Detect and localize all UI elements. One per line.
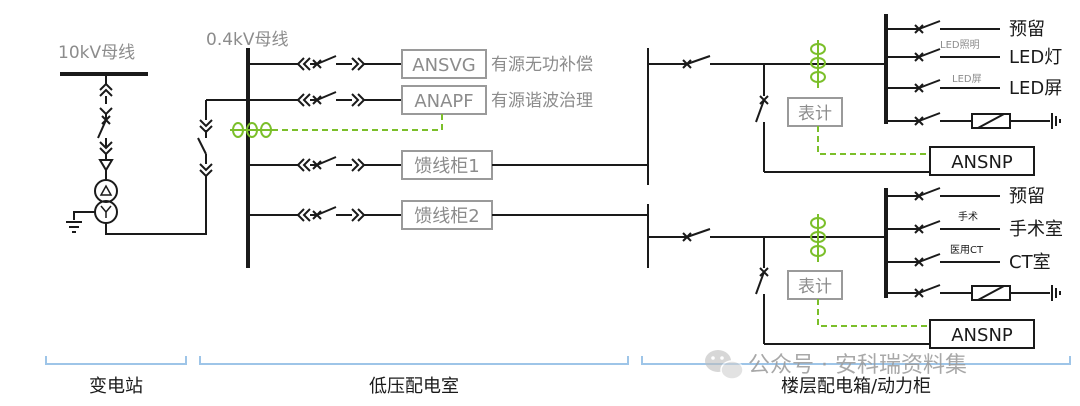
anapf-desc: 有源谐波治理 bbox=[491, 91, 593, 111]
feeder2-label: 馈线柜2 bbox=[414, 206, 479, 227]
section-lv-room: 低压配电室 bbox=[369, 376, 459, 397]
anapf-label: ANAPF bbox=[414, 91, 473, 112]
led-light-label: LED灯 bbox=[1009, 47, 1062, 68]
led-screen-label: LED屏 bbox=[1009, 78, 1062, 99]
upper-ansnp-label: ANSNP bbox=[951, 152, 1013, 173]
feeder1-branch bbox=[248, 156, 402, 172]
ansvg-device-box bbox=[401, 49, 487, 79]
watermark-text: 公众号 · 安科瑞资料集 bbox=[748, 353, 967, 378]
lv-room-brace bbox=[199, 356, 629, 365]
feeder1-label: 馈线柜1 bbox=[414, 156, 479, 177]
led-screen-small-label: LED屏 bbox=[952, 73, 982, 85]
bus-04kv-label: 0.4kV母线 bbox=[206, 30, 289, 50]
medical-ct-small-label: 医用CT bbox=[950, 244, 984, 256]
section-floor-box: 楼层配电箱/动力柜 bbox=[781, 376, 931, 397]
wechat-icon bbox=[705, 350, 744, 380]
upper-meter-label: 表计 bbox=[798, 104, 832, 124]
substation-brace bbox=[45, 356, 187, 365]
lower-reserve-label: 预留 bbox=[1009, 186, 1045, 207]
lower-comm-line bbox=[817, 299, 930, 327]
lower-ct-icon bbox=[810, 214, 826, 262]
lower-floor-box bbox=[647, 187, 1000, 345]
upper-comm-line bbox=[817, 126, 930, 155]
lower-meter-box bbox=[787, 270, 843, 300]
surgery-room-label: 手术室 bbox=[1009, 219, 1063, 240]
bus-10kv-label: 10kV母线 bbox=[58, 43, 135, 63]
upper-floor-box bbox=[647, 14, 1000, 185]
ansvg-label: ANSVG bbox=[412, 55, 475, 76]
led-light-small-label: LED照明 bbox=[940, 39, 980, 51]
transformer-icon bbox=[94, 179, 118, 224]
lower-meter-label: 表计 bbox=[798, 277, 832, 297]
feeder1-box bbox=[401, 150, 493, 180]
transformer-secondary-cable bbox=[105, 176, 207, 235]
anapf-branch bbox=[248, 91, 402, 107]
lv-comm-line bbox=[272, 114, 443, 131]
lower-surge-protector-icon bbox=[971, 285, 1061, 301]
upper-ansnp-box bbox=[929, 146, 1035, 176]
upper-ct-icon bbox=[810, 40, 826, 88]
upper-meter-box bbox=[787, 97, 843, 127]
ansvg-branch bbox=[248, 55, 402, 71]
lower-ansnp-box bbox=[929, 319, 1035, 349]
floor-box-brace bbox=[641, 356, 1071, 365]
upper-reserve-label: 预留 bbox=[1009, 19, 1045, 40]
feeder2-branch bbox=[248, 206, 402, 222]
anapf-device-box bbox=[401, 85, 487, 115]
ground-icon bbox=[66, 211, 95, 233]
section-substation: 变电站 bbox=[89, 376, 143, 397]
lv-ct-icon bbox=[230, 122, 272, 138]
hv-incoming-circuit bbox=[97, 74, 114, 180]
ansvg-desc: 有源无功补偿 bbox=[491, 55, 593, 75]
lv-incoming-breaker bbox=[197, 99, 248, 178]
upper-surge-protector-icon bbox=[971, 113, 1061, 129]
surgery-small-label: 手术 bbox=[958, 210, 978, 223]
feeder2-box bbox=[401, 200, 493, 230]
ct-room-label: CT室 bbox=[1009, 252, 1051, 273]
lower-ansnp-label: ANSNP bbox=[951, 325, 1013, 346]
